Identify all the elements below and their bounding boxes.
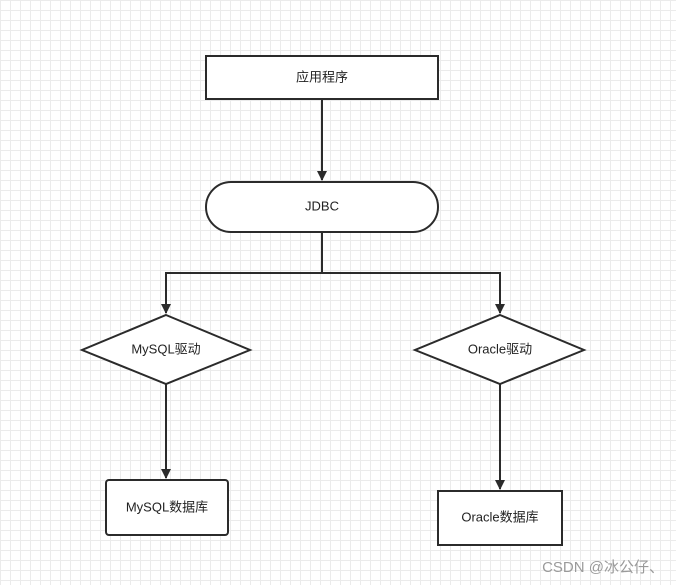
- node-oracle-driver-label: Oracle驱动: [468, 341, 532, 356]
- node-oracle-db-label: Oracle数据库: [461, 509, 538, 524]
- node-mysql-db[interactable]: MySQL数据库: [105, 479, 229, 536]
- edge-jdbc-to-oracle-driver: [322, 272, 505, 314]
- node-app[interactable]: 应用程序: [205, 55, 439, 100]
- node-mysql-driver[interactable]: MySQL驱动: [79, 313, 253, 386]
- node-app-label: 应用程序: [296, 69, 348, 84]
- node-jdbc[interactable]: JDBC: [205, 181, 439, 233]
- node-jdbc-label: JDBC: [305, 198, 339, 213]
- node-mysql-driver-label: MySQL驱动: [131, 341, 200, 356]
- node-oracle-db[interactable]: Oracle数据库: [437, 490, 563, 546]
- watermark-text: CSDN @冰公仔、: [542, 559, 664, 576]
- node-mysql-db-label: MySQL数据库: [126, 499, 208, 514]
- node-oracle-driver[interactable]: Oracle驱动: [412, 313, 587, 386]
- edge-jdbc-to-mysql-driver: [161, 232, 323, 314]
